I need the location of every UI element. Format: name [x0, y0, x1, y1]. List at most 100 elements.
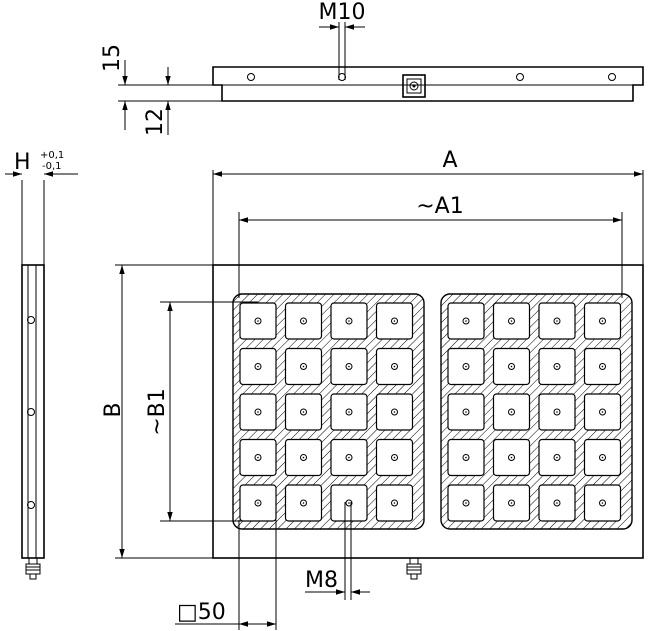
cell-hole-center: [393, 502, 396, 504]
cell-hole-center: [302, 456, 305, 459]
dim-B: B: [101, 264, 213, 559]
plate-valve-icon: [406, 557, 422, 580]
cell-hole-center: [393, 365, 396, 368]
cell-hole: [553, 499, 561, 507]
cell-hole-center: [348, 365, 350, 368]
label-A: A: [442, 148, 457, 173]
cell-hole: [391, 454, 398, 461]
cell-hole: [345, 499, 353, 507]
cell-hole: [462, 408, 470, 416]
cell-hole-center: [465, 411, 467, 413]
cell-hole-center: [601, 411, 604, 413]
cell-hole: [553, 317, 561, 325]
label-M8: M8: [305, 568, 338, 593]
cell-hole-center: [302, 320, 305, 322]
dim-H: H +0,1 -0,1: [5, 150, 78, 177]
dim-M10: M10: [319, 0, 366, 80]
label-square50: □50: [177, 600, 226, 625]
cell-hole: [553, 408, 561, 416]
profile-hole: [338, 73, 346, 81]
cell-hole-center: [302, 365, 305, 368]
cell-hole-center: [348, 320, 350, 322]
cell-hole: [391, 363, 398, 370]
cell-hole: [508, 499, 515, 507]
profile-hole: [247, 73, 255, 81]
cell-hole-center: [465, 320, 467, 322]
plate-view: A ~A1 B ~B1 □50: [101, 148, 644, 630]
cell-hole-center: [257, 365, 259, 368]
cell-hole: [462, 454, 470, 461]
side-hole: [27, 316, 35, 324]
cell-hole: [300, 454, 307, 461]
cell-hole: [300, 408, 307, 416]
dim-square50: □50: [175, 520, 277, 630]
cell-hole-center: [393, 456, 396, 459]
cell-hole: [553, 363, 561, 370]
cell-hole: [462, 317, 470, 325]
cell-hole-center: [556, 320, 558, 322]
cell-hole: [345, 317, 353, 325]
cell-hole: [508, 408, 515, 416]
label-H: H: [14, 150, 31, 175]
cell-hole-center: [302, 411, 305, 413]
cell-hole: [462, 363, 470, 370]
profile-holes: [247, 73, 616, 81]
label-H-tol-minus: -0,1: [42, 161, 62, 172]
top-profile-view: M10 15 12: [100, 0, 644, 136]
cell-hole-center: [257, 411, 259, 413]
cell-hole: [345, 454, 353, 461]
cell-hole-center: [510, 365, 513, 368]
cell-hole: [254, 363, 262, 370]
label-H-tol-plus: +0,1: [40, 150, 64, 161]
label-B1: ~B1: [145, 388, 170, 436]
cell-hole-center: [510, 411, 513, 413]
cell-hole-center: [465, 456, 467, 459]
cell-hole-center: [348, 502, 350, 504]
cell-hole: [508, 363, 515, 370]
dim-A: A: [213, 148, 643, 177]
cell-hole: [508, 317, 515, 325]
cell-hole-center: [348, 411, 350, 413]
cell-hole-center: [556, 456, 558, 459]
label-A1: ~A1: [416, 194, 463, 219]
cell-hole-center: [465, 365, 467, 368]
cell-hole: [300, 363, 307, 370]
cell-hole-center: [257, 456, 259, 459]
cell-hole-center: [556, 502, 558, 504]
cell-hole-center: [257, 502, 259, 504]
cell-hole-center: [601, 456, 604, 459]
cell-hole: [599, 317, 606, 325]
cell-hole: [462, 499, 470, 507]
cell-hole: [599, 499, 606, 507]
cell-hole-center: [510, 502, 513, 504]
cell-hole: [391, 499, 398, 507]
cell-hole: [300, 499, 307, 507]
cell-hole-center: [348, 456, 350, 459]
cell-hole: [254, 499, 262, 507]
label-12: 12: [143, 108, 168, 136]
cell-hole-center: [601, 502, 604, 504]
dim-B1: ~B1: [145, 301, 258, 522]
cell-hole: [391, 408, 398, 416]
side-view: H +0,1 -0,1: [5, 150, 78, 580]
cell-hole-center: [393, 320, 396, 322]
label-M10: M10: [319, 0, 366, 25]
label-15: 15: [100, 44, 125, 72]
cell-hole-center: [393, 411, 396, 413]
cell-hole-center: [465, 502, 467, 504]
side-hole: [27, 501, 35, 509]
cell-hole: [391, 317, 398, 325]
cell-hole-center: [556, 365, 558, 368]
cell-hole-center: [601, 365, 604, 368]
cell-hole: [254, 408, 262, 416]
cell-hole: [254, 317, 262, 325]
cell-hole-center: [601, 320, 604, 322]
grid-blocks: [232, 293, 633, 530]
cell-hole-center: [556, 411, 558, 413]
dim-A1: ~A1: [238, 194, 623, 298]
dim-M8: M8: [305, 502, 370, 600]
side-valve-icon: [25, 557, 41, 580]
profile-hole: [516, 73, 524, 81]
cell-hole: [254, 454, 262, 461]
